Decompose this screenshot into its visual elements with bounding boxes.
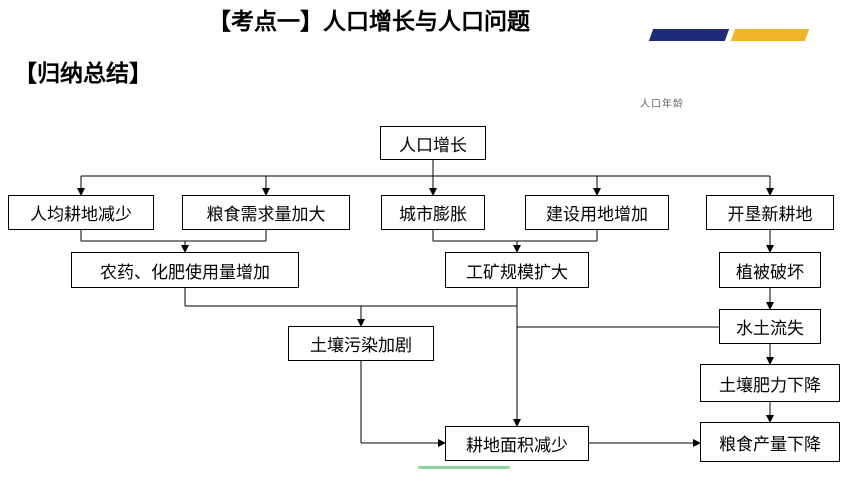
node-grain-output: 粮食产量下降 <box>700 422 840 462</box>
node-industry-expand: 工矿规模扩大 <box>445 252 589 288</box>
decorative-underline <box>418 466 510 469</box>
node-farmland-per-capita: 人均耕地减少 <box>8 195 154 230</box>
section-label: 【归纳总结】 <box>14 61 152 87</box>
page-title: 【考点一】人口增长与人口问题 <box>208 9 530 35</box>
node-soil-pollution: 土壤污染加剧 <box>288 326 434 361</box>
node-farmland-decrease: 耕地面积减少 <box>445 426 589 461</box>
node-vegetation-damage: 植被破坏 <box>719 252 821 288</box>
cropped-text-fragment: 人口年龄 <box>640 99 684 110</box>
node-construction-land: 建设用地增加 <box>525 195 669 230</box>
node-population-growth: 人口增长 <box>380 126 486 160</box>
node-pesticide-use: 农药、化肥使用量增加 <box>71 252 299 288</box>
node-soil-fertility: 土壤肥力下降 <box>700 364 840 402</box>
node-grain-demand: 粮食需求量加大 <box>182 195 350 230</box>
node-soil-erosion: 水土流失 <box>719 309 821 344</box>
node-urban-expansion: 城市膨胀 <box>381 195 485 230</box>
node-reclaim-land: 开垦新耕地 <box>706 195 834 230</box>
